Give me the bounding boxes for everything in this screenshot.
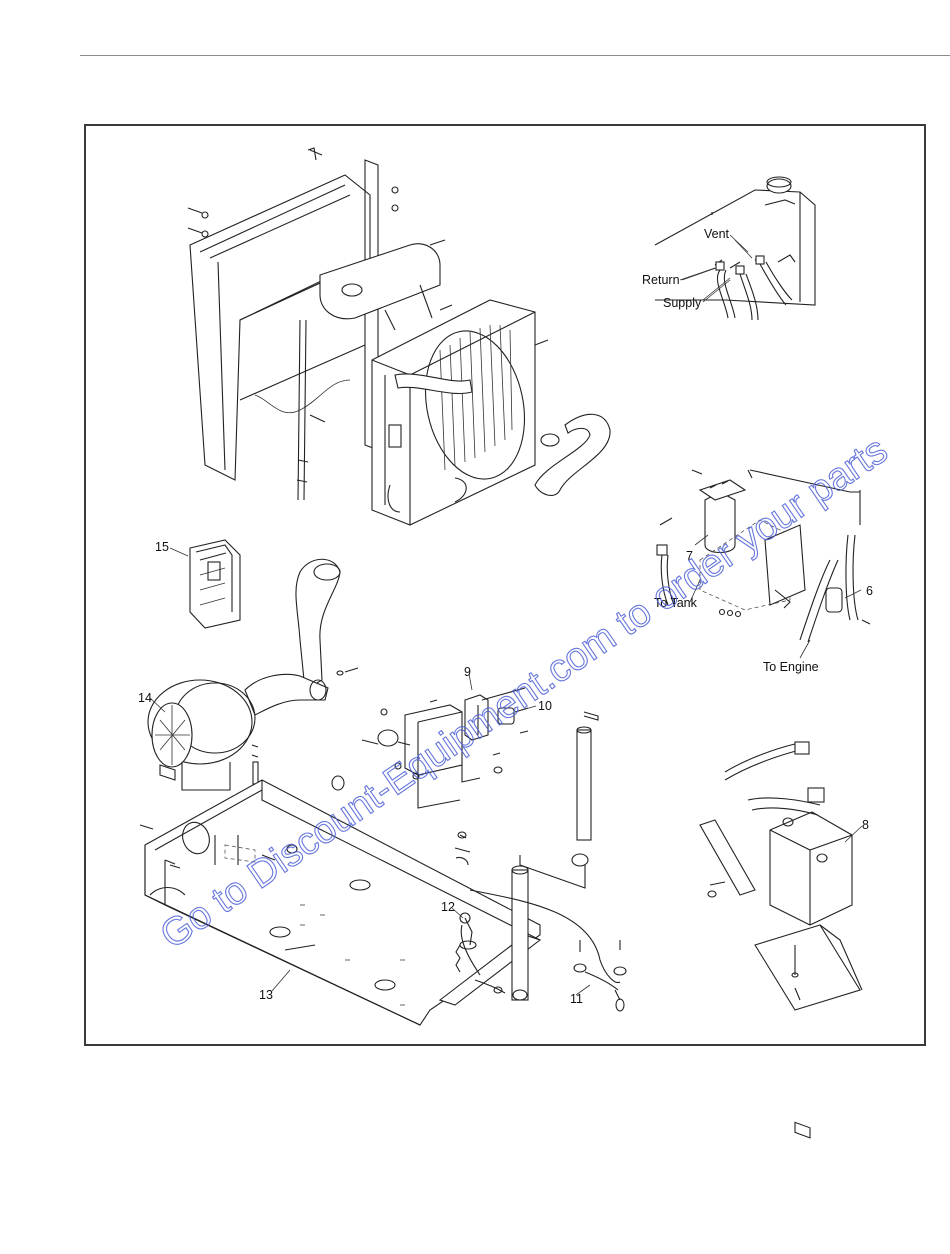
- callout-15: 15: [155, 540, 169, 554]
- callout-11: 11: [570, 992, 583, 1006]
- label-supply: Supply: [663, 296, 702, 310]
- callout-13: 13: [259, 988, 273, 1002]
- label-to-engine: To Engine: [763, 660, 819, 674]
- callout-12: 12: [441, 900, 455, 914]
- ecu-module: [190, 540, 240, 628]
- callout-8: 8: [862, 818, 869, 832]
- callout-14: 14: [138, 691, 152, 705]
- air-cleaner-assembly: [148, 559, 358, 790]
- radiator-assembly: [188, 148, 610, 525]
- callout-6: 6: [866, 584, 873, 598]
- callout-9: 9: [464, 665, 471, 679]
- label-return: Return: [642, 273, 680, 287]
- label-vent: Vent: [704, 227, 730, 241]
- battery-assembly: [700, 742, 862, 1138]
